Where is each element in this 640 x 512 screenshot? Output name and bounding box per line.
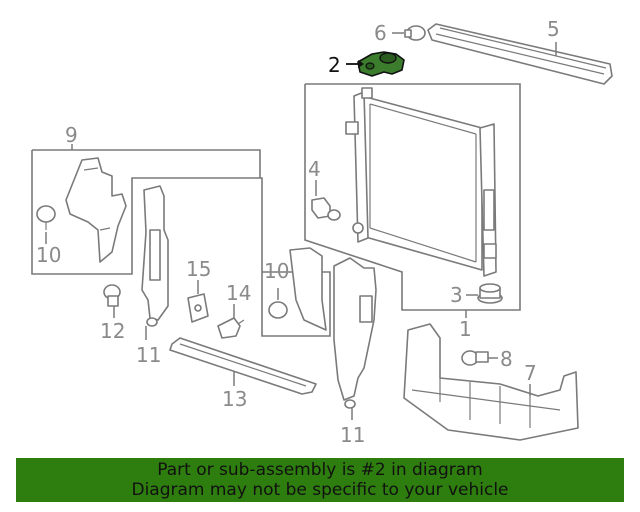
part-13-lower-baffle[interactable] bbox=[169, 337, 317, 395]
disclaimer-banner: Part or sub-assembly is #2 in diagram Di… bbox=[16, 458, 624, 502]
part-9-center-baffle[interactable] bbox=[289, 247, 327, 331]
part-9-side-baffle[interactable] bbox=[65, 157, 127, 263]
part-10-push-pin-left[interactable] bbox=[36, 205, 56, 230]
part-15-clip[interactable] bbox=[187, 293, 209, 323]
part-4-fitting[interactable] bbox=[311, 197, 341, 221]
callout-1: 1 bbox=[459, 317, 472, 341]
callout-10-right: 10 bbox=[264, 259, 289, 283]
callout-2: 2 bbox=[328, 53, 341, 77]
callout-13: 13 bbox=[222, 387, 247, 411]
callout-7: 7 bbox=[524, 361, 537, 385]
banner-line-2: Diagram may not be specific to your vehi… bbox=[131, 480, 509, 500]
callout-4: 4 bbox=[308, 157, 321, 181]
part-10-push-pin-right[interactable] bbox=[268, 301, 288, 319]
callout-3: 3 bbox=[450, 283, 463, 307]
part-6-push-pin[interactable] bbox=[404, 25, 426, 41]
leader-2-arrow bbox=[358, 60, 364, 68]
callout-11-right: 11 bbox=[340, 423, 365, 447]
callout-11-left: 11 bbox=[136, 343, 161, 367]
part-8-fastener[interactable] bbox=[461, 350, 489, 366]
part-1-radiator[interactable] bbox=[345, 87, 497, 277]
part-11-left-bracket[interactable] bbox=[141, 185, 169, 327]
callout-8: 8 bbox=[500, 347, 513, 371]
radiator-group-box bbox=[304, 83, 521, 311]
banner-line-1: Part or sub-assembly is #2 in diagram bbox=[157, 460, 483, 480]
part-12-pin[interactable] bbox=[103, 284, 121, 307]
callout-12: 12 bbox=[100, 319, 125, 343]
callout-6: 6 bbox=[374, 21, 387, 45]
callout-9: 9 bbox=[65, 123, 78, 147]
callout-5: 5 bbox=[547, 17, 560, 41]
part-3-insulator[interactable] bbox=[477, 283, 503, 304]
part-14-bolt[interactable] bbox=[217, 317, 245, 339]
baffle-group-box bbox=[31, 149, 331, 337]
part-11-right-bracket[interactable] bbox=[333, 257, 377, 409]
part-7-splash-shield[interactable] bbox=[403, 323, 579, 441]
callout-15: 15 bbox=[186, 257, 211, 281]
part-2-bracket-highlighted[interactable] bbox=[357, 51, 405, 77]
part-5-upper-baffle[interactable] bbox=[427, 23, 613, 85]
callout-10-left: 10 bbox=[36, 243, 61, 267]
callout-14: 14 bbox=[226, 281, 251, 305]
